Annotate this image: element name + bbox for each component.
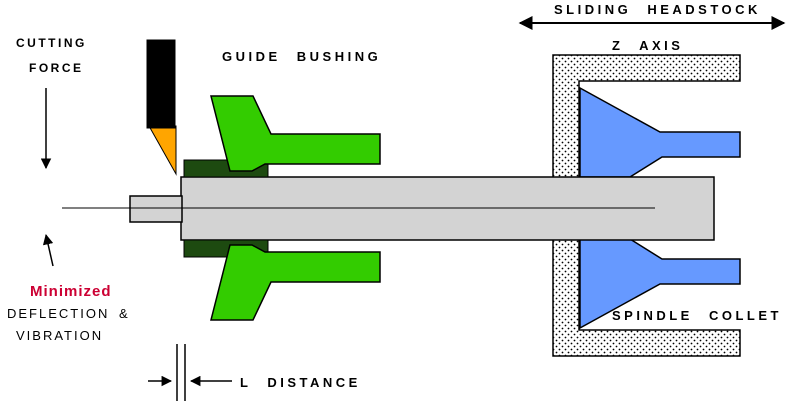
tool-tip bbox=[148, 125, 177, 176]
workpiece-stub bbox=[129, 195, 183, 223]
vibration-label: VIBRATION bbox=[16, 328, 103, 343]
cutting-tool bbox=[146, 39, 176, 129]
spindle-collet-label: SPINDLE COLLET bbox=[612, 308, 782, 323]
cutting-force-label-line2: FORCE bbox=[29, 61, 84, 75]
minimized-deflection-arrow bbox=[42, 233, 54, 267]
sliding-headstock-label: SLIDING HEADSTOCK bbox=[554, 2, 761, 17]
guide-bushing-lower bbox=[210, 244, 381, 321]
l-distance-label: L DISTANCE bbox=[240, 375, 361, 390]
guide-bushing-upper bbox=[210, 95, 381, 172]
deflection-label: DEFLECTION & bbox=[7, 306, 130, 321]
headstock-housing bbox=[552, 54, 741, 357]
spindle-collet-upper bbox=[579, 86, 741, 178]
guide-bushing-label: GUIDE BUSHING bbox=[222, 49, 381, 64]
minimized-label: Minimized bbox=[30, 283, 112, 300]
z-axis-label: Z AXIS bbox=[612, 38, 683, 53]
cutting-force-label-line1: CUTTING bbox=[16, 36, 87, 50]
